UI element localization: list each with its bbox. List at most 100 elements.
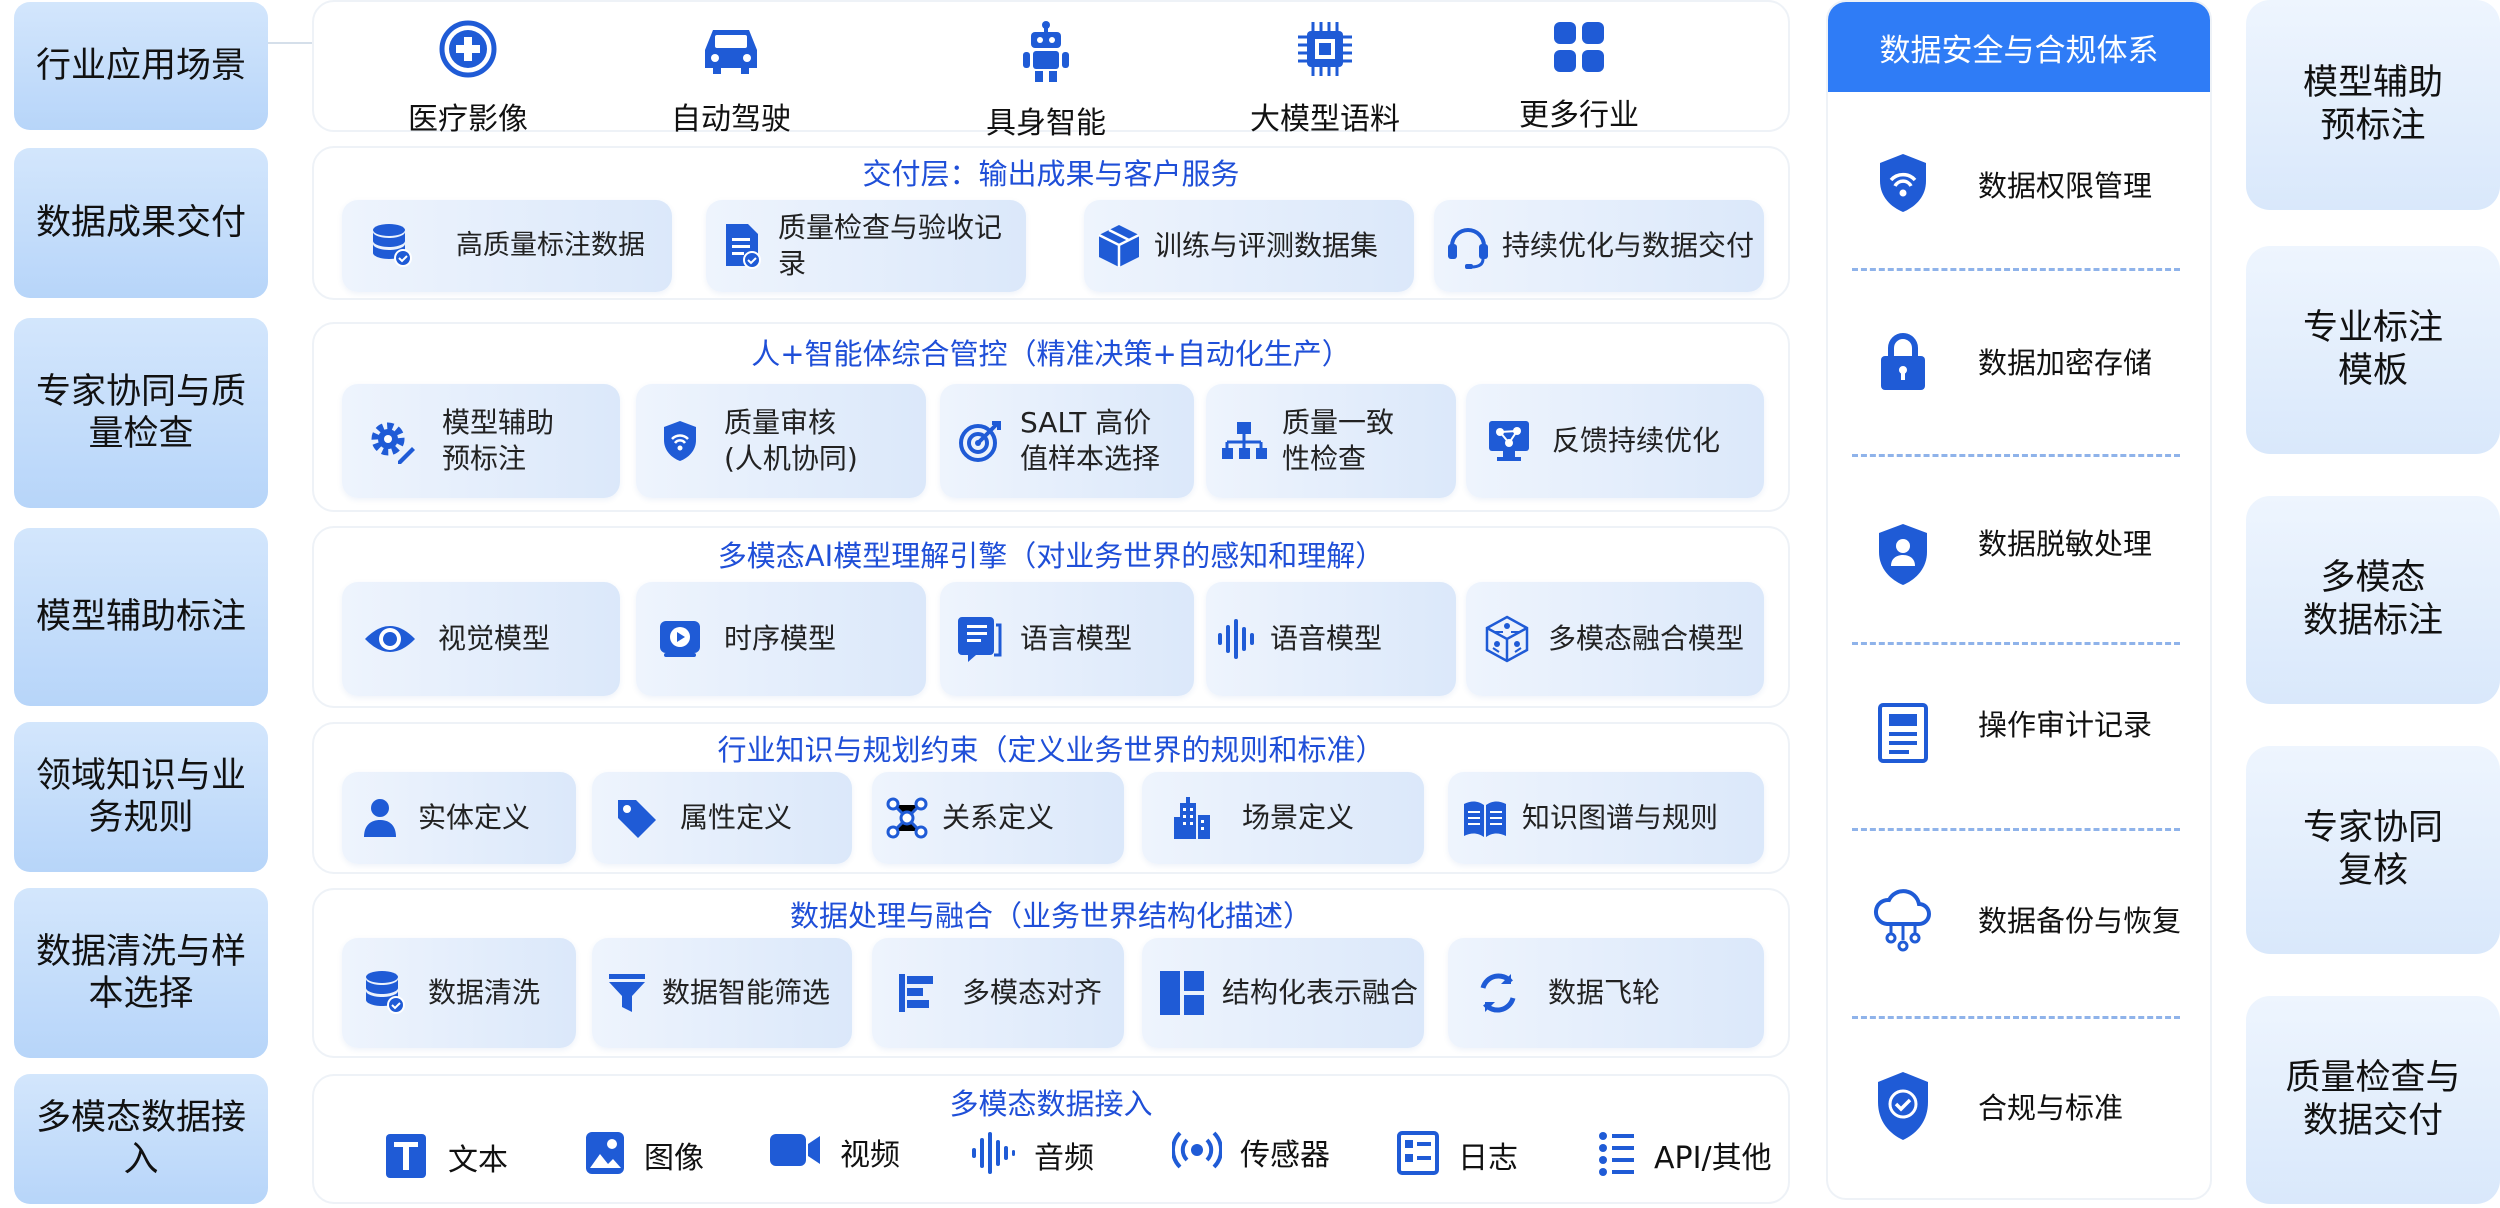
shield-wifi-icon: [1828, 152, 1978, 216]
engine-panel: 多模态AI模型理解引擎（对业务世界的感知和理解） 视觉模型 时序模型 语言模型 …: [312, 526, 1790, 708]
access-video[interactable]: 视频: [768, 1130, 900, 1174]
card-label: 训练与评测数据集: [1154, 229, 1379, 263]
left-layer-access: 多模态数据接入: [14, 1074, 268, 1204]
box-icon: [1084, 223, 1154, 269]
chip-icon: [1296, 20, 1354, 82]
access-sensor[interactable]: 传感器: [1170, 1130, 1330, 1174]
industry-panel: 医疗影像 自动驾驶 具身智能 大模型语料 更多行业: [312, 0, 1790, 141]
monitor-network-icon: [1466, 419, 1552, 463]
security-item-encryption[interactable]: 数据加密存储: [1828, 330, 2210, 392]
industry-label: 具身智能: [986, 106, 1106, 141]
industry-medical[interactable]: 医疗影像: [383, 20, 553, 138]
left-layer-knowledge: 领域知识与业务规则: [14, 722, 268, 872]
engine-card-language[interactable]: 语言模型: [940, 582, 1194, 696]
knowledge-card-attribute[interactable]: 属性定义: [592, 772, 852, 864]
delivery-card-labeled-data[interactable]: 高质量标注数据: [342, 200, 672, 292]
shield-check-icon: [1828, 1070, 1978, 1142]
access-audio[interactable]: 音频: [970, 1130, 1094, 1180]
processing-card-flywheel[interactable]: 数据飞轮: [1448, 938, 1764, 1048]
processing-panel: 数据处理与融合（业务世界结构化描述） 数据清洗 数据智能筛选 多模态对齐 结构化…: [312, 888, 1790, 1058]
delivery-card-datasets[interactable]: 训练与评测数据集: [1084, 200, 1414, 292]
industry-embodied[interactable]: 具身智能: [961, 20, 1131, 142]
divider: [1852, 642, 2180, 645]
security-title: 数据安全与合规体系: [1828, 2, 2210, 92]
right-stage-multimodal: 多模态 数据标注: [2246, 496, 2500, 704]
access-label: 日志: [1458, 1141, 1518, 1176]
delivery-card-optimization[interactable]: 持续优化与数据交付: [1434, 200, 1764, 292]
knowledge-card-graph[interactable]: 知识图谱与规则: [1448, 772, 1764, 864]
access-image[interactable]: 图像: [584, 1130, 704, 1180]
security-item-masking[interactable]: 数据脱敏处理: [1828, 522, 2210, 588]
delivery-card-qc-records[interactable]: 质量检查与验收记录: [706, 200, 1026, 292]
card-label: 结构化表示融合: [1222, 976, 1419, 1010]
left-layer-label: 模型辅助标注: [35, 597, 246, 637]
security-item-backup[interactable]: 数据备份与恢复: [1828, 886, 2210, 952]
card-label: 语音模型: [1270, 622, 1383, 656]
processing-card-filter[interactable]: 数据智能筛选: [592, 938, 852, 1048]
security-item-compliance[interactable]: 合规与标准: [1828, 1070, 2210, 1142]
lock-icon: [1828, 330, 1978, 392]
agent-card-quality-review[interactable]: 质量审核 (人机协同): [636, 384, 926, 498]
industry-more[interactable]: 更多行业: [1494, 20, 1664, 134]
divider: [1852, 1016, 2180, 1019]
knowledge-card-scene[interactable]: 场景定义: [1142, 772, 1424, 864]
agent-card-feedback[interactable]: 反馈持续优化: [1466, 384, 1764, 498]
industry-driving[interactable]: 自动驾驶: [646, 20, 816, 138]
engine-card-vision[interactable]: 视觉模型: [342, 582, 620, 696]
engine-card-temporal[interactable]: 时序模型: [636, 582, 926, 696]
engine-card-fusion[interactable]: 多模态融合模型: [1466, 582, 1764, 696]
shield-user-icon: [1828, 522, 1978, 588]
processing-title: 数据处理与融合（业务世界结构化描述）: [789, 899, 1312, 933]
headset-icon: [1434, 222, 1502, 270]
agent-control-panel: 人+智能体综合管控（精准决策+自动化生产） 模型辅助 预标注 质量审核 (人机协…: [312, 322, 1790, 512]
delivery-title: 交付层：输出成果与客户服务: [862, 157, 1240, 191]
image-icon: [584, 1130, 626, 1180]
left-layer-expert: 专家协同与质量检查: [14, 318, 268, 508]
left-layer-label: 领域知识与业务规则: [35, 756, 246, 838]
industry-llm-corpus[interactable]: 大模型语料: [1240, 20, 1410, 138]
right-stage-template: 专业标注 模板: [2246, 246, 2500, 454]
processing-card-structure[interactable]: 结构化表示融合: [1142, 938, 1424, 1048]
industry-label: 医疗影像: [408, 102, 528, 137]
left-layer-label: 多模态数据接入: [35, 1098, 246, 1180]
hierarchy-icon: [1206, 420, 1282, 462]
chat-document-icon: [940, 615, 1020, 663]
engine-card-speech[interactable]: 语音模型: [1206, 582, 1456, 696]
knowledge-card-relation[interactable]: 关系定义: [872, 772, 1124, 864]
access-label: 音频: [1034, 1141, 1094, 1176]
access-title: 多模态数据接入: [949, 1087, 1153, 1121]
card-label: 持续优化与数据交付: [1502, 229, 1755, 263]
security-item-permission[interactable]: 数据权限管理: [1828, 152, 2210, 216]
processing-card-align[interactable]: 多模态对齐: [872, 938, 1124, 1048]
tag-icon: [592, 796, 680, 840]
access-api[interactable]: API/其他: [1598, 1130, 1772, 1180]
access-text[interactable]: 文本: [384, 1130, 508, 1184]
database-check-icon: [342, 223, 442, 269]
person-icon: [342, 797, 418, 839]
left-layer-label: 专家协同与质量检查: [35, 372, 246, 454]
access-log[interactable]: 日志: [1396, 1130, 1518, 1180]
industry-label: 更多行业: [1519, 98, 1639, 133]
agent-card-consistency[interactable]: 质量一致 性检查: [1206, 384, 1456, 498]
left-layer-label: 行业应用场景: [35, 46, 246, 86]
document-check-icon: [706, 222, 778, 270]
filter-icon: [592, 972, 662, 1014]
agent-card-pre-annotation[interactable]: 模型辅助 预标注: [342, 384, 620, 498]
card-label: 数据飞轮: [1548, 976, 1661, 1010]
security-item-audit[interactable]: 操作审计记录: [1828, 702, 2210, 764]
knowledge-panel: 行业知识与规划约束（定义业务世界的规则和标准） 实体定义 属性定义 关系定义 场…: [312, 722, 1790, 874]
knowledge-card-entity[interactable]: 实体定义: [342, 772, 576, 864]
card-label: 场景定义: [1242, 801, 1355, 835]
card-label: 实体定义: [418, 801, 531, 835]
right-stage-pre-annotation: 模型辅助 预标注: [2246, 0, 2500, 210]
card-label: 高质量标注数据: [456, 229, 645, 261]
right-stage-label: 专家协同 复核: [2302, 808, 2443, 891]
card-label: 多模态融合模型: [1548, 622, 1745, 656]
left-layer-industry: 行业应用场景: [14, 2, 268, 130]
connector-line: [268, 42, 312, 44]
security-label: 数据备份与恢复: [1978, 904, 2182, 938]
access-label: API/其他: [1654, 1141, 1772, 1176]
medical-cross-icon: [439, 20, 497, 82]
agent-card-salt[interactable]: SALT 高价 值样本选择: [940, 384, 1194, 498]
processing-card-cleaning[interactable]: 数据清洗: [342, 938, 576, 1048]
